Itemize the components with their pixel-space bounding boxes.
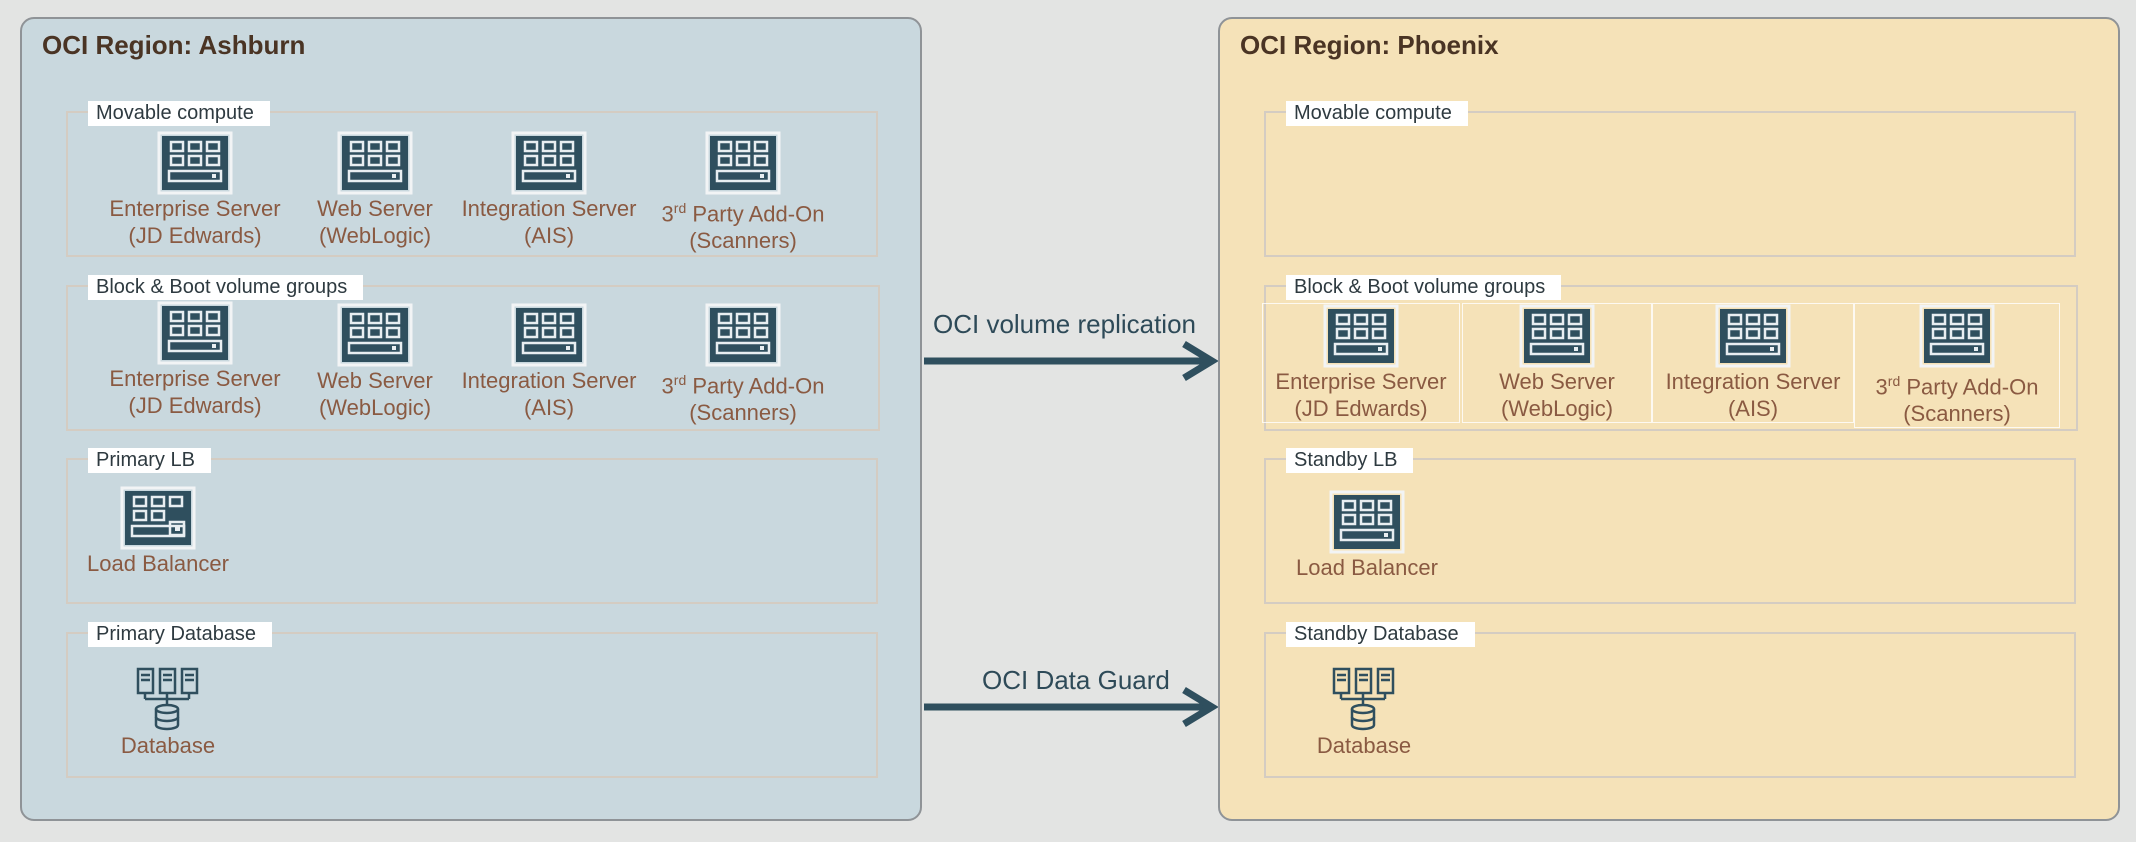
node-web-server: Web Server (WebLogic) xyxy=(260,131,490,249)
ordinal-number: 3 xyxy=(1875,374,1888,400)
data-guard-arrow xyxy=(924,687,1219,727)
node-load-balancer: Load Balancer xyxy=(1252,490,1482,581)
node-title: Enterprise Server xyxy=(1275,369,1447,394)
node-third-party-addon: 3rd Party Add-On (Scanners) xyxy=(628,131,858,254)
ordinal-number: 3 xyxy=(661,201,674,227)
group-label: Primary Database xyxy=(88,622,273,647)
database-icon xyxy=(136,667,199,731)
group-label: Block & Boot volume groups xyxy=(1286,275,1562,300)
group-standby-database: Standby Database Database xyxy=(1264,622,2076,778)
node-web-server: Web Server (WebLogic) xyxy=(260,303,490,421)
node-title: Integration Server xyxy=(461,196,637,221)
node-subtitle: (WebLogic) xyxy=(1500,396,1614,421)
node-enterprise-server: Enterprise Server (JD Edwards) xyxy=(80,131,310,249)
node-title-rest: Party Add-On xyxy=(686,201,825,227)
load-balancer-icon xyxy=(120,486,196,550)
ordinal-number: 3 xyxy=(661,373,674,399)
group-block-boot-volumes: Block & Boot volume groups Enterprise Se… xyxy=(1262,275,2078,431)
node-subtitle: (JD Edwards) xyxy=(1294,396,1428,421)
server-icon xyxy=(337,131,413,195)
node-title: Load Balancer xyxy=(1296,555,1438,580)
node-subtitle: (JD Edwards) xyxy=(128,223,262,248)
group-primary-lb: Primary LB Load Balancer xyxy=(66,448,878,604)
node-title: Web Server xyxy=(1499,369,1615,394)
node-subtitle: (WebLogic) xyxy=(318,223,432,248)
node-subtitle: (Scanners) xyxy=(1903,401,2011,427)
node-subtitle: (AIS) xyxy=(523,395,575,420)
group-movable-compute: Movable compute xyxy=(1264,101,2076,257)
node-title-rest: Party Add-On xyxy=(1900,374,2039,400)
node-title: Database xyxy=(1316,733,1412,758)
edge-label-volume-replication: OCI volume replication xyxy=(933,309,1196,339)
group-label: Block & Boot volume groups xyxy=(88,275,364,300)
edge-label-data-guard: OCI Data Guard xyxy=(982,665,1170,695)
node-integration-server: Integration Server (AIS) xyxy=(434,131,664,249)
region-title: OCI Region: Ashburn xyxy=(42,30,306,60)
group-label: Standby LB xyxy=(1286,448,1414,473)
node-enterprise-server: Enterprise Server (JD Edwards) xyxy=(80,301,310,419)
volume-replication-arrow xyxy=(924,341,1219,381)
node-subtitle: (JD Edwards) xyxy=(128,393,262,418)
node-database: Database xyxy=(53,666,283,759)
server-icon xyxy=(705,303,781,367)
node-enterprise-server: Enterprise Server (JD Edwards) xyxy=(1262,303,1460,423)
group-label: Primary LB xyxy=(88,448,211,473)
node-subtitle: (AIS) xyxy=(1727,396,1779,421)
node-title: 3rd Party Add-On xyxy=(628,367,858,399)
ordinal-suffix: rd xyxy=(673,372,687,388)
node-subtitle: (WebLogic) xyxy=(318,395,432,420)
server-icon xyxy=(157,301,233,365)
node-integration-server: Integration Server (AIS) xyxy=(1652,303,1854,423)
ordinal-suffix: rd xyxy=(673,200,687,216)
server-icon xyxy=(337,303,413,367)
region-title: OCI Region: Phoenix xyxy=(1240,30,1499,60)
node-title: 3rd Party Add-On xyxy=(628,195,858,227)
region-ashburn: OCI Region: Ashburn Movable compute Ente… xyxy=(20,17,922,821)
server-icon xyxy=(1323,304,1399,368)
node-title: Load Balancer xyxy=(87,551,229,576)
node-title: Enterprise Server xyxy=(109,196,281,221)
server-icon xyxy=(1329,490,1405,554)
group-block-boot-volumes: Block & Boot volume groups Enterprise Se… xyxy=(66,275,880,431)
node-web-server: Web Server (WebLogic) xyxy=(1462,303,1652,423)
node-title: Integration Server xyxy=(461,368,637,393)
node-third-party-addon: 3rd Party Add-On (Scanners) xyxy=(1854,303,2060,429)
group-label: Standby Database xyxy=(1286,622,1475,647)
node-title: 3rd Party Add-On xyxy=(1855,368,2059,400)
node-subtitle: (AIS) xyxy=(523,223,575,248)
group-label: Movable compute xyxy=(1286,101,1468,126)
node-title: Integration Server xyxy=(1665,369,1841,394)
server-icon xyxy=(157,131,233,195)
region-phoenix: OCI Region: Phoenix Movable compute Bloc… xyxy=(1218,17,2120,821)
database-icon xyxy=(1332,667,1395,731)
node-load-balancer: Load Balancer xyxy=(43,486,273,577)
node-subtitle: (Scanners) xyxy=(689,228,797,254)
server-icon xyxy=(1919,304,1995,368)
server-icon xyxy=(511,131,587,195)
server-icon xyxy=(1715,304,1791,368)
server-icon xyxy=(1519,304,1595,368)
node-third-party-addon: 3rd Party Add-On (Scanners) xyxy=(628,303,858,426)
group-movable-compute: Movable compute Enterprise Server (JD Ed… xyxy=(66,101,878,257)
node-title: Database xyxy=(120,733,216,758)
node-title: Web Server xyxy=(317,196,433,221)
node-title: Web Server xyxy=(317,368,433,393)
ordinal-suffix: rd xyxy=(1887,373,1901,389)
group-label: Movable compute xyxy=(88,101,270,126)
node-subtitle: (Scanners) xyxy=(689,400,797,426)
group-standby-lb: Standby LB Load Balancer xyxy=(1264,448,2076,604)
group-primary-database: Primary Database Database xyxy=(66,622,878,778)
node-database: Database xyxy=(1249,666,1479,759)
node-title: Enterprise Server xyxy=(109,366,281,391)
node-integration-server: Integration Server (AIS) xyxy=(434,303,664,421)
server-icon xyxy=(511,303,587,367)
server-icon xyxy=(705,131,781,195)
node-title-rest: Party Add-On xyxy=(686,373,825,399)
